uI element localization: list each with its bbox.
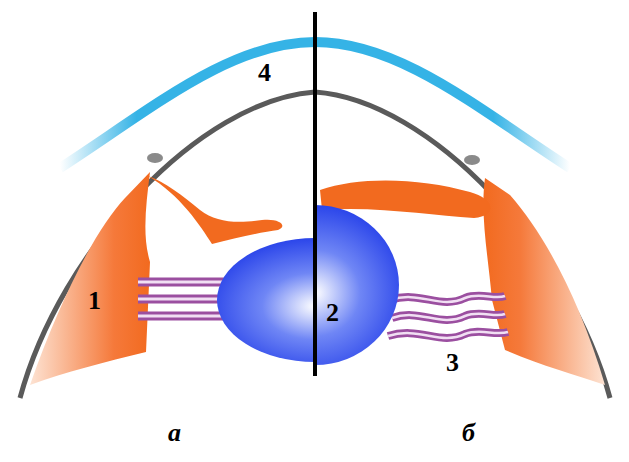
callout-number: 2 [326,300,339,326]
callout-number: 4 [258,60,271,86]
callout-number: 3 [446,350,459,376]
ciliary-muscle [30,172,150,385]
lens-flat [217,238,315,362]
schlemm-canal [147,153,163,163]
lens-round [315,205,399,365]
callout-number: 1 [88,288,101,314]
panel-letter: а [168,420,181,446]
iris [148,176,282,244]
schlemm-canal [464,155,480,165]
zonular-fibers [138,282,226,316]
divider-line [313,12,317,376]
zonular-fibers [388,296,508,338]
panel-letter: б [462,420,475,446]
ciliary-muscle [483,178,605,385]
